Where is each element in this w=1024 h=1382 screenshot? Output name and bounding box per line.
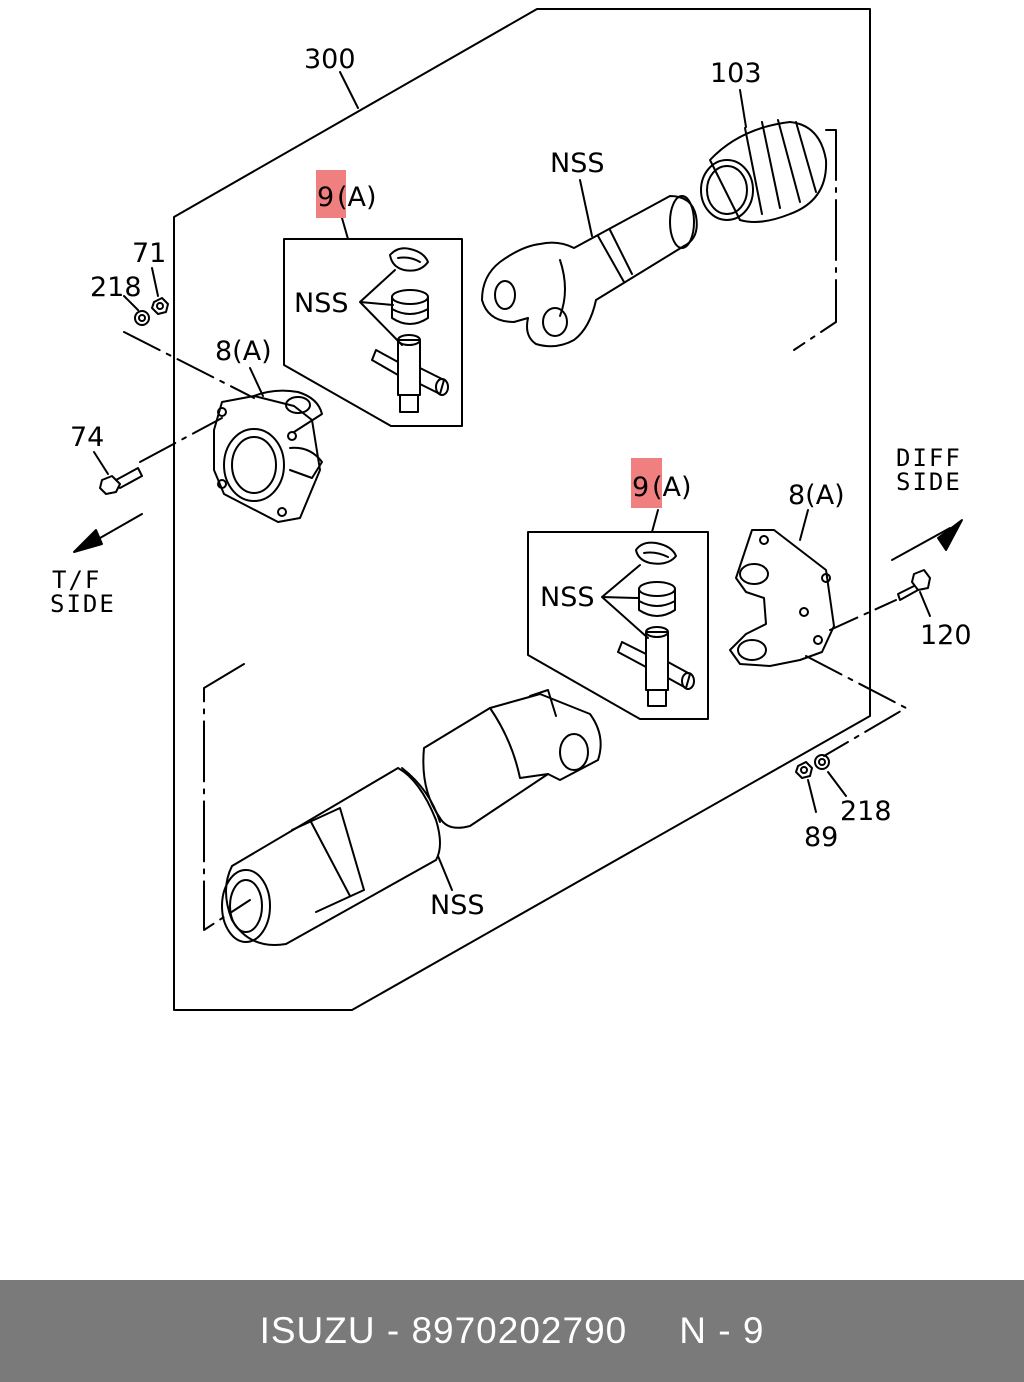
footer-caption: ISUZU - 8970202790 N - 9 [260, 1310, 765, 1352]
slip-yoke [481, 195, 698, 348]
highlight-kit-lower [631, 458, 662, 508]
label-kit-upper-suffix: (A) [337, 182, 377, 213]
kit-box-lower [527, 531, 709, 720]
diff-side-arrow [891, 527, 951, 561]
exploded-parts-diagram: 300 103 NSS 9 (A) NSS 71 218 8(A) 74 T/F… [50, 8, 972, 1011]
label-diff-side-line1: DIFF [896, 444, 962, 472]
label-kit-lower-nss: NSS [540, 582, 594, 613]
label-bolt-120: 120 [920, 620, 972, 651]
nut-89 [795, 761, 813, 779]
footer-bar: ISUZU - 8970202790 N - 9 [0, 1280, 1024, 1382]
washer-218-left [134, 310, 150, 326]
label-nut-71: 71 [132, 238, 166, 269]
label-nut-89: 89 [804, 822, 838, 853]
page-reference: N - 9 [679, 1310, 765, 1351]
label-kit-upper-nss: NSS [294, 288, 348, 319]
propeller-shaft [225, 767, 441, 946]
label-flange-yoke-left: 8(A) [215, 336, 272, 367]
label-diff-side-line2: SIDE [896, 468, 962, 496]
flange-yoke-right [729, 529, 835, 667]
label-tf-side-line1: T/F [52, 566, 101, 594]
label-bolt-74: 74 [70, 422, 104, 453]
label-kit-upper-num: 9 [317, 182, 334, 213]
boot-part [709, 121, 828, 223]
label-boot-103: 103 [710, 58, 762, 89]
brand-name: ISUZU [259, 1310, 376, 1351]
highlight-kit-upper [316, 170, 346, 218]
nut-71 [151, 297, 169, 315]
label-nss-yoke: NSS [550, 148, 604, 179]
label-flange-yoke-right: 8(A) [788, 480, 845, 511]
label-assembly-300: 300 [304, 44, 356, 75]
kit-box-upper [283, 238, 463, 427]
flange-yoke-left [213, 395, 321, 523]
bolt-120 [911, 569, 931, 591]
label-washer-218-right: 218 [840, 796, 892, 827]
brand-separator: - [375, 1310, 412, 1351]
assembly-outline [173, 8, 871, 1011]
washer-218-right [814, 754, 830, 770]
part-number: 8970202790 [411, 1310, 628, 1351]
label-tf-side-line2: SIDE [50, 590, 116, 618]
label-washer-218-left: 218 [90, 272, 142, 303]
label-nss-shaft: NSS [430, 890, 484, 921]
bolt-74 [99, 475, 121, 495]
label-kit-lower-suffix: (A) [652, 472, 692, 503]
label-kit-lower-num: 9 [632, 472, 649, 503]
